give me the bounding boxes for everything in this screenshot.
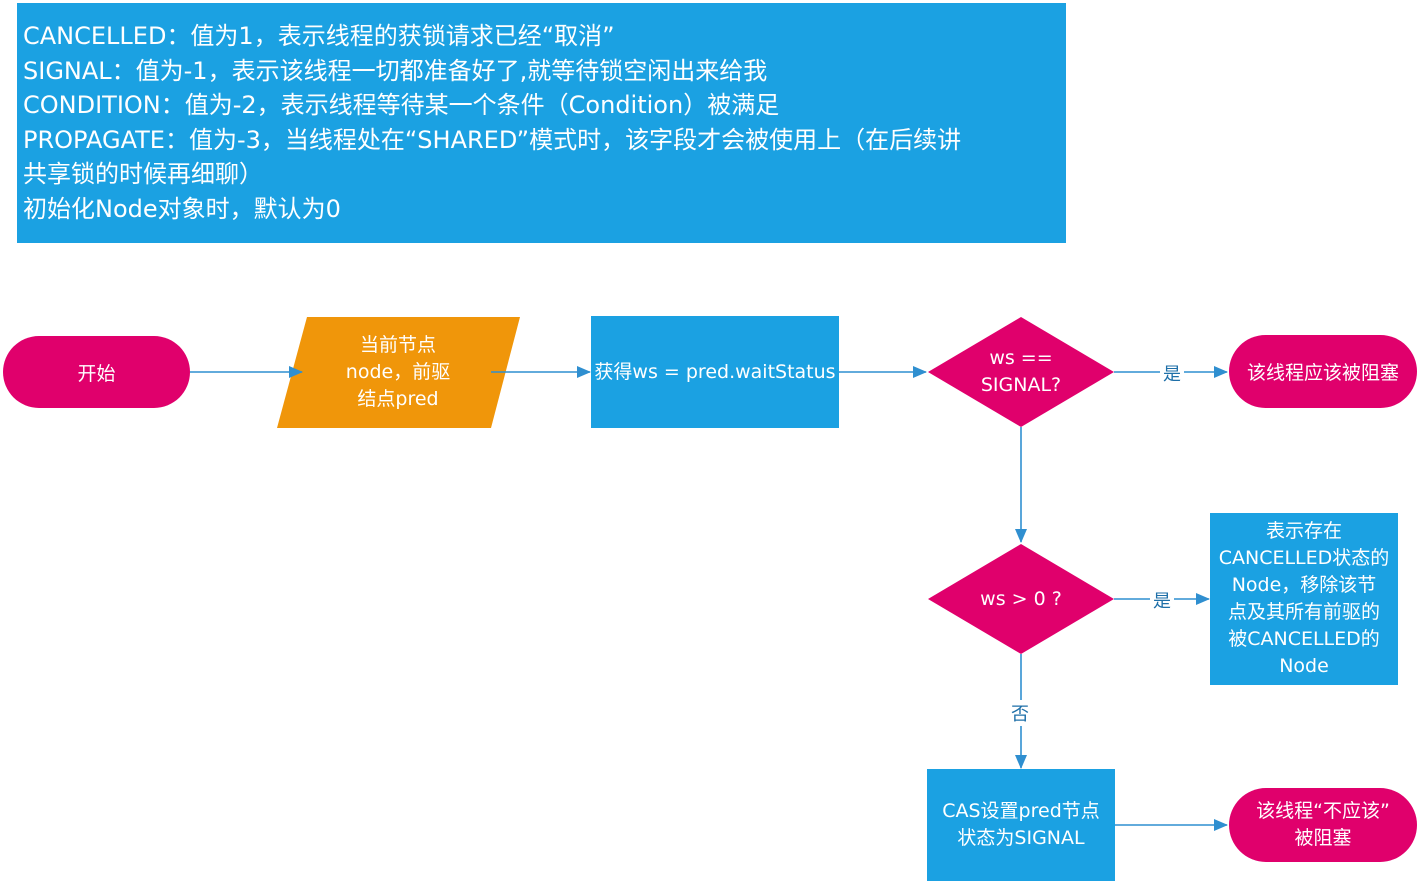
input-line-3: 结点pred [357, 388, 439, 410]
remove-line-5: 被CANCELLED的 [1228, 628, 1380, 650]
edge-label-no: 否 [1008, 700, 1032, 726]
decision-positive-label: ws > 0 ? [980, 587, 1062, 610]
legend-line-propagate: PROPAGATE：值为-3，当线程处在“SHARED”模式时，该字段才会被使用… [23, 125, 962, 154]
legend-line-signal: SIGNAL：值为-1，表示该线程一切都准备好了,就等待锁空闲出来给我 [23, 56, 768, 85]
remove-line-4: 点及其所有前驱的 [1227, 601, 1380, 623]
decision-positive-text: ws > 0 ? [960, 585, 1082, 613]
legend-line-propagate-cont: 共享锁的时候再细聊） [23, 160, 263, 188]
status-legend: CANCELLED：值为1，表示线程的获锁请求已经“取消” SIGNAL：值为-… [17, 3, 1066, 243]
legend-line-cancelled: CANCELLED：值为1，表示线程的获锁请求已经“取消” [23, 22, 615, 50]
input-line-2: node，前驱 [345, 361, 451, 383]
should-not-block-terminal: 该线程“不应该” 被阻塞 [1229, 788, 1417, 862]
start-label: 开始 [77, 362, 116, 385]
edge-label-yes-signal: 是 [1160, 360, 1184, 386]
start-terminal: 开始 [3, 336, 190, 408]
cas-set-signal-process: CAS设置pred节点 状态为SIGNAL [927, 769, 1115, 881]
input-line-1: 当前节点 [359, 334, 436, 356]
input-parallelogram [277, 317, 520, 428]
remove-cancelled-process: 表示存在 CANCELLED状态的 Node，移除该节 点及其所有前驱的 被CA… [1210, 513, 1398, 685]
legend-line-condition: CONDITION：值为-2，表示线程等待某一个条件（Condition）被满足 [23, 91, 780, 119]
get-waitstatus-process: 获得ws = pred.waitStatus [591, 316, 839, 428]
get-waitstatus-label: 获得ws = pred.waitStatus [594, 360, 836, 383]
remove-line-6: Node [1279, 655, 1329, 677]
cas-line-1: CAS设置pred节点 [942, 800, 1100, 822]
decision-diamond-positive [928, 544, 1114, 654]
decision-signal-line-1: ws == [989, 347, 1053, 369]
legend-line-default: 初始化Node对象时，默认为0 [23, 194, 341, 223]
cas-line-2: 状态为SIGNAL [957, 827, 1085, 849]
should-not-block-line-2: 被阻塞 [1294, 827, 1352, 849]
decision-signal-text: ws == SIGNAL? [960, 344, 1082, 400]
should-block-terminal: 该线程应该被阻塞 [1229, 335, 1417, 408]
remove-line-1: 表示存在 [1265, 520, 1342, 542]
decision-signal-line-2: SIGNAL? [980, 374, 1062, 396]
decision-diamond-signal [928, 317, 1114, 427]
edge-label-yes-positive: 是 [1150, 587, 1174, 613]
remove-line-2: CANCELLED状态的 [1218, 547, 1390, 569]
should-not-block-line-1: 该线程“不应该” [1256, 800, 1390, 822]
should-block-label: 该线程应该被阻塞 [1246, 362, 1399, 384]
input-text: 当前节点 node，前驱 结点pred [320, 317, 476, 428]
remove-line-3: Node，移除该节 [1231, 574, 1377, 596]
